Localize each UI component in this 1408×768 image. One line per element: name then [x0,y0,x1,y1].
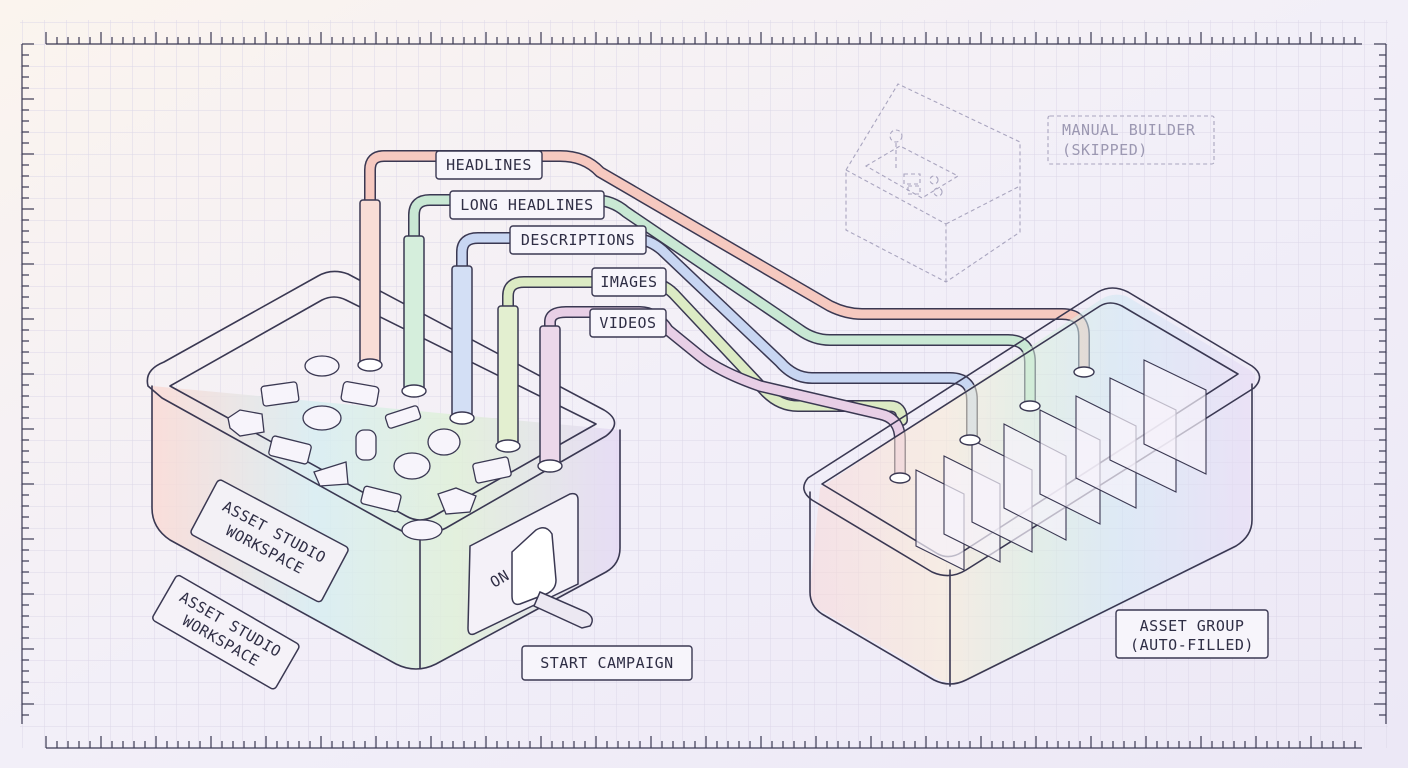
manual-builder-label: MANUAL BUILDER (SKIPPED) [1047,115,1215,165]
tube-images [503,277,907,425]
asset-group-label-line1: ASSET GROUP [1140,617,1245,635]
start-campaign-label: START CAMPAIGN [521,645,693,681]
asset-group-label-line2: (AUTO-FILLED) [1130,636,1254,654]
start-campaign-text: START CAMPAIGN [540,654,673,672]
manual-builder-machine [845,83,1021,283]
tube-headlines [365,151,1089,373]
manual-builder-label-line2: (SKIPPED) [1062,141,1148,159]
label-headlines: HEADLINES [435,150,543,180]
power-switch[interactable]: ON [467,492,593,636]
label-images-text: IMAGES [600,273,657,291]
ruler-frame [21,32,1387,749]
tube-labels: HEADLINES LONG HEADLINES DESCRIPTIONS IM… [435,150,667,338]
label-descriptions-text: DESCRIPTIONS [521,231,635,249]
asset-group-box [803,287,1261,687]
label-images: IMAGES [591,267,667,297]
manual-builder-label-line1: MANUAL BUILDER [1062,121,1196,139]
asset-group-label: ASSET GROUP (AUTO-FILLED) [1115,609,1269,659]
label-descriptions: DESCRIPTIONS [509,225,647,255]
asset-studio-box: ASSET STUDIO WORKSPACE ON [146,199,621,670]
label-videos-text: VIDEOS [599,314,656,332]
label-videos: VIDEOS [589,308,667,338]
label-long-headlines-text: LONG HEADLINES [460,196,593,214]
label-headlines-text: HEADLINES [446,156,532,174]
tube-videos [545,307,905,481]
label-long-headlines: LONG HEADLINES [449,190,605,220]
